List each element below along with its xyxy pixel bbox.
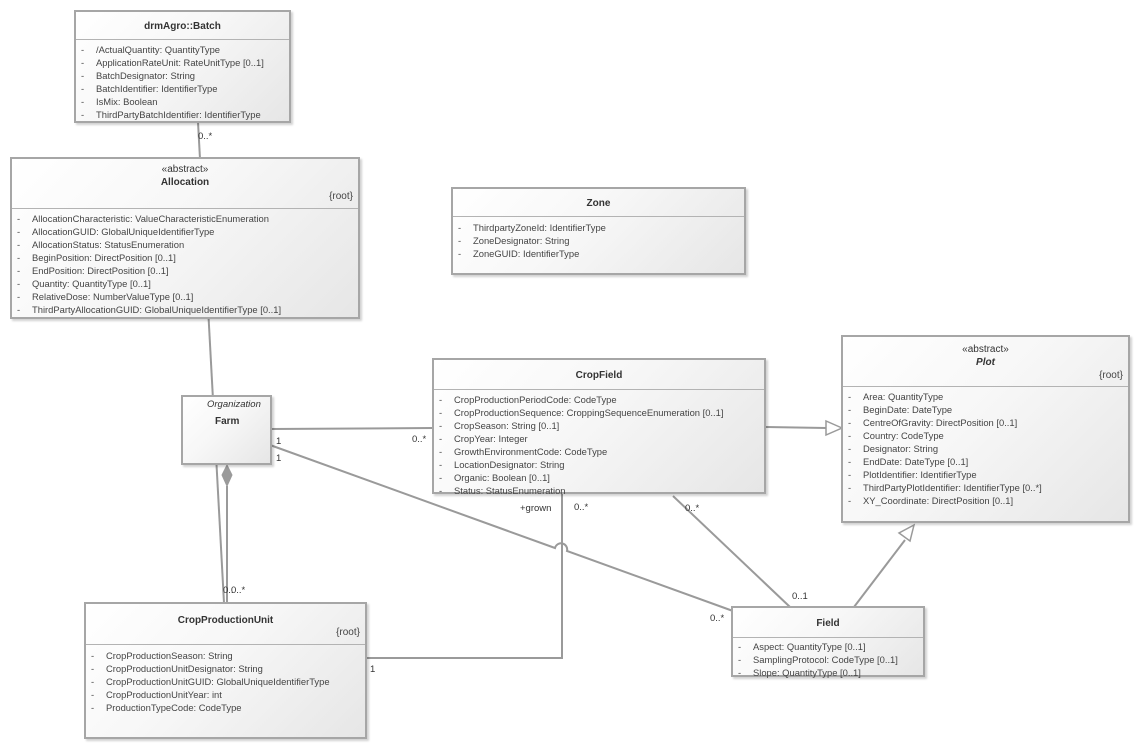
attribute: -Slope: QuantityType [0..1] [738,667,861,678]
generalization-arrowhead [825,419,844,437]
attribute-list: -Aspect: QuantityType [0..1] -SamplingPr… [733,638,923,679]
attribute: -AllocationStatus: StatusEnumeration [17,239,185,250]
class-tag: {root} [336,627,360,638]
cropfield-plot-generalization [765,426,827,429]
attribute: -ThirdPartyBatchIdentifier: IdentifierTy… [81,109,261,120]
multiplicity-label: 1 [276,453,282,464]
class-name: drmAgro::Batch [144,21,221,32]
multiplicity-label: 1 [276,436,282,447]
attribute: -Area: QuantityType [848,391,944,402]
multiplicity-label: 0..* [685,503,700,514]
attribute: -ThirdPartyPlotIdentifier: IdentifierTyp… [848,482,1042,493]
attribute: -Quantity: QuantityType [0..1] [17,278,151,289]
attribute: -BatchDesignator: String [81,70,196,81]
attribute-list: -CropProductionSeason: String -CropProdu… [86,645,365,714]
attribute: -EndPosition: DirectPosition [0..1] [17,265,169,276]
class-name: CropField [575,370,623,381]
class-field[interactable]: Field -Aspect: QuantityType [0..1] -Samp… [731,606,925,679]
class-allocation[interactable]: «abstract» Allocation {root} -Allocation… [10,157,360,319]
attribute: -ZoneGUID: IdentifierType [458,248,580,259]
class-stereotype: «abstract» [962,344,1009,355]
attribute: -ZoneDesignator: String [458,235,570,246]
class-stereotype: «abstract» [161,164,209,175]
attribute: -CropProductionSeason: String [91,650,233,661]
class-cropfield[interactable]: CropField -CropProductionPeriodCode: Cod… [432,358,766,497]
attribute: -CentreOfGravity: DirectPosition [0..1] [848,417,1018,428]
attribute: -Organic: Boolean [0..1] [439,472,550,483]
attribute: -LocationDesignator: String [439,459,565,470]
class-batch[interactable]: drmAgro::Batch -/ActualQuantity: Quantit… [74,10,291,123]
attribute: -CropProductionUnitGUID: GlobalUniqueIde… [91,676,330,687]
class-name: Field [816,618,840,629]
attribute: -PlotIdentifier: IdentifierType [848,469,977,480]
attribute: -XY_Coordinate: DirectPosition [0..1] [848,495,1014,506]
attribute: -ProductionTypeCode: CodeType [91,702,242,713]
attribute: -Status: StatusEnumeration [439,485,566,496]
class-stereotype: Organization [207,399,261,410]
attribute: -ThirdpartyZoneId: IdentifierType [458,222,606,233]
field-plot-generalization [853,539,906,608]
cropfield-field-association [672,495,791,608]
attribute: -BeginPosition: DirectPosition [0..1] [17,252,176,263]
attribute-list: -AllocationCharacteristic: ValueCharacte… [12,209,358,316]
attribute: -AllocationGUID: GlobalUniqueIdentifierT… [17,226,215,237]
attribute: -EndDate: DateType [0..1] [848,456,969,467]
attribute: -BatchIdentifier: IdentifierType [81,83,218,94]
attribute: -Designator: String [848,443,939,454]
attribute: -CropSeason: String [0..1] [439,420,560,431]
attribute: -ThirdPartyAllocationGUID: GlobalUniqueI… [17,304,282,315]
role-label: +grown [520,503,552,514]
attribute: -BeginDate: DateType [848,404,953,415]
multiplicity-label: 1 [370,664,376,675]
multiplicity-label: 0..* [412,434,427,445]
class-cropproductionunit[interactable]: CropProductionUnit {root} -CropProductio… [84,602,367,739]
attribute-list: -Area: QuantityType -BeginDate: DateType… [843,387,1128,507]
class-name: CropProductionUnit [177,615,274,626]
attribute: -RelativeDose: NumberValueType [0..1] [17,291,194,302]
attribute-list: -/ActualQuantity: QuantityType -Applicat… [76,40,289,121]
class-plot[interactable]: «abstract» Plot {root} -Area: QuantityTy… [841,335,1130,523]
attribute-list: -ThirdpartyZoneId: IdentifierType -ZoneD… [453,217,744,260]
multiplicity-label: 0..* [710,613,725,624]
attribute: -CropProductionUnitYear: int [91,689,222,700]
attribute: -CropProductionSequence: CroppingSequenc… [439,407,724,418]
class-tag: {root} [329,191,353,202]
attribute: -CropProductionPeriodCode: CodeType [439,394,617,405]
attribute-list: -CropProductionPeriodCode: CodeType -Cro… [434,390,764,497]
multiplicity-label: 0.. [223,585,234,596]
class-name: Zone [586,198,611,209]
class-zone[interactable]: Zone -ThirdpartyZoneId: IdentifierType -… [451,187,746,275]
multiplicity-label: 0..* [574,502,589,513]
attribute: -ApplicationRateUnit: RateUnitType [0..1… [81,57,264,68]
attribute: -Aspect: QuantityType [0..1] [738,641,866,652]
class-farm[interactable]: Organization Farm [181,395,272,465]
attribute: -IsMix: Boolean [81,96,158,107]
class-name: Plot [976,357,995,368]
generalization-arrowhead [897,523,916,543]
attribute: -Country: CodeType [848,430,944,441]
attribute: -/ActualQuantity: QuantityType [81,44,221,55]
multiplicity-label: 0..* [198,131,213,142]
cropfield-cpu-association [366,491,563,659]
attribute: -CropYear: Integer [439,433,528,444]
composition-diamond [221,463,233,488]
class-name: Farm [215,416,240,427]
multiplicity-label: 0..1 [792,591,808,602]
multiplicity-label: 0..* [231,585,246,596]
attribute: -GrowthEnvironmentCode: CodeType [439,446,608,457]
class-name: Allocation [160,177,210,188]
farm-cropfield-association [269,427,434,430]
class-tag: {root} [1099,370,1123,381]
attribute: -SamplingProtocol: CodeType [0..1] [738,654,898,665]
attribute: -AllocationCharacteristic: ValueCharacte… [17,213,269,224]
attribute: -CropProductionUnitDesignator: String [91,663,263,674]
